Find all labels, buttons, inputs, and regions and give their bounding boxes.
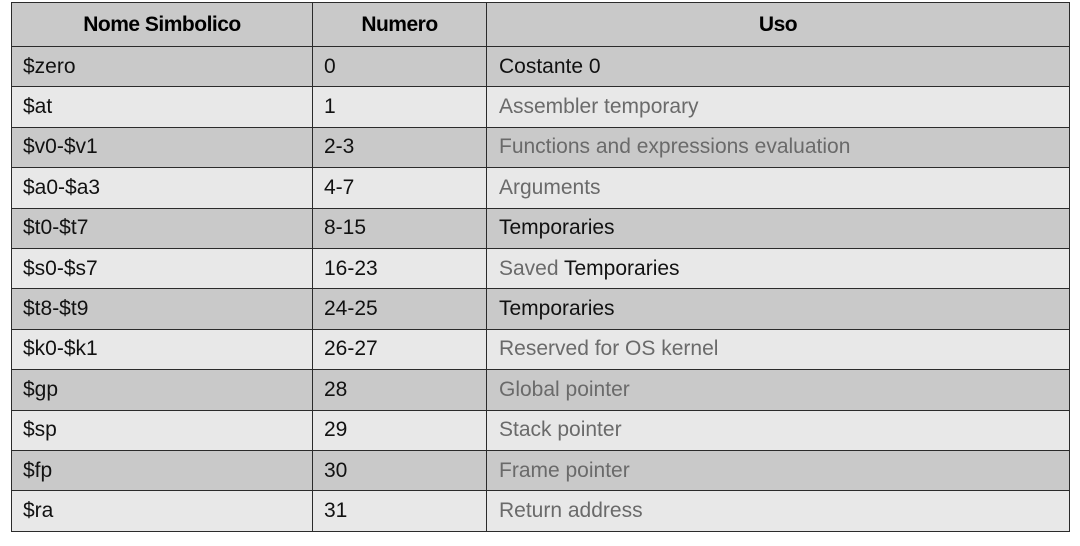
register-number: 8-15 — [312, 207, 487, 249]
register-name: $a0-$a3 — [11, 167, 313, 209]
register-name: $k0-$k1 — [11, 328, 313, 371]
register-number: 0 — [312, 45, 487, 88]
header-uso: Uso — [486, 2, 1070, 47]
register-name: $zero — [11, 45, 313, 88]
table-row: $zero 0 Costante 0 — [11, 45, 1070, 88]
mips-register-table: Nome Simbolico Numero Uso $zero 0 Costan… — [11, 2, 1070, 532]
header-nome-simbolico: Nome Simbolico — [11, 2, 313, 47]
register-use: Assembler temporary — [486, 86, 1070, 128]
register-use: Arguments — [486, 167, 1070, 209]
register-name: $t8-$t9 — [11, 288, 313, 330]
register-use: Global pointer — [486, 369, 1070, 411]
table-row: $sp 29 Stack pointer — [11, 409, 1070, 451]
table-row: $k0-$k1 26-27 Reserved for OS kernel — [11, 328, 1070, 371]
register-use: Stack pointer — [486, 409, 1070, 451]
register-number: 26-27 — [312, 328, 487, 371]
register-name: $s0-$s7 — [11, 247, 313, 290]
header-numero: Numero — [312, 2, 487, 47]
register-name: $at — [11, 86, 313, 128]
register-number: 16-23 — [312, 247, 487, 290]
register-number: 29 — [312, 409, 487, 451]
register-number: 24-25 — [312, 288, 487, 330]
register-name: $sp — [11, 409, 313, 451]
register-use: Saved Temporaries — [486, 247, 1070, 290]
register-name: $fp — [11, 449, 313, 492]
table-row: $at 1 Assembler temporary — [11, 86, 1070, 128]
register-use: Temporaries — [486, 288, 1070, 330]
register-name: $v0-$v1 — [11, 126, 313, 169]
register-use: Costante 0 — [486, 45, 1070, 88]
register-name: $gp — [11, 369, 313, 411]
register-number: 30 — [312, 449, 487, 492]
table-row: $fp 30 Frame pointer — [11, 449, 1070, 492]
register-number: 31 — [312, 490, 487, 532]
register-use: Return address — [486, 490, 1070, 532]
table-row: $gp 28 Global pointer — [11, 369, 1070, 411]
register-use: Functions and expressions evaluation — [486, 126, 1070, 169]
table-row: $v0-$v1 2-3 Functions and expressions ev… — [11, 126, 1070, 169]
table-header-row: Nome Simbolico Numero Uso — [11, 2, 1070, 47]
table-row: $t0-$t7 8-15 Temporaries — [11, 207, 1070, 249]
register-number: 2-3 — [312, 126, 487, 169]
table-row: $a0-$a3 4-7 Arguments — [11, 167, 1070, 209]
register-use-part-temporaries: Temporaries — [564, 256, 680, 280]
register-name: $ra — [11, 490, 313, 532]
register-name: $t0-$t7 — [11, 207, 313, 249]
register-use: Reserved for OS kernel — [486, 328, 1070, 371]
register-number: 1 — [312, 86, 487, 128]
register-number: 28 — [312, 369, 487, 411]
table-row: $ra 31 Return address — [11, 490, 1070, 532]
register-number: 4-7 — [312, 167, 487, 209]
register-use-part-saved: Saved — [499, 256, 564, 280]
table-row: $t8-$t9 24-25 Temporaries — [11, 288, 1070, 330]
register-use: Temporaries — [486, 207, 1070, 249]
table-row: $s0-$s7 16-23 Saved Temporaries — [11, 247, 1070, 290]
register-use: Frame pointer — [486, 449, 1070, 492]
register-table-container: Nome Simbolico Numero Uso $zero 0 Costan… — [11, 2, 1070, 532]
